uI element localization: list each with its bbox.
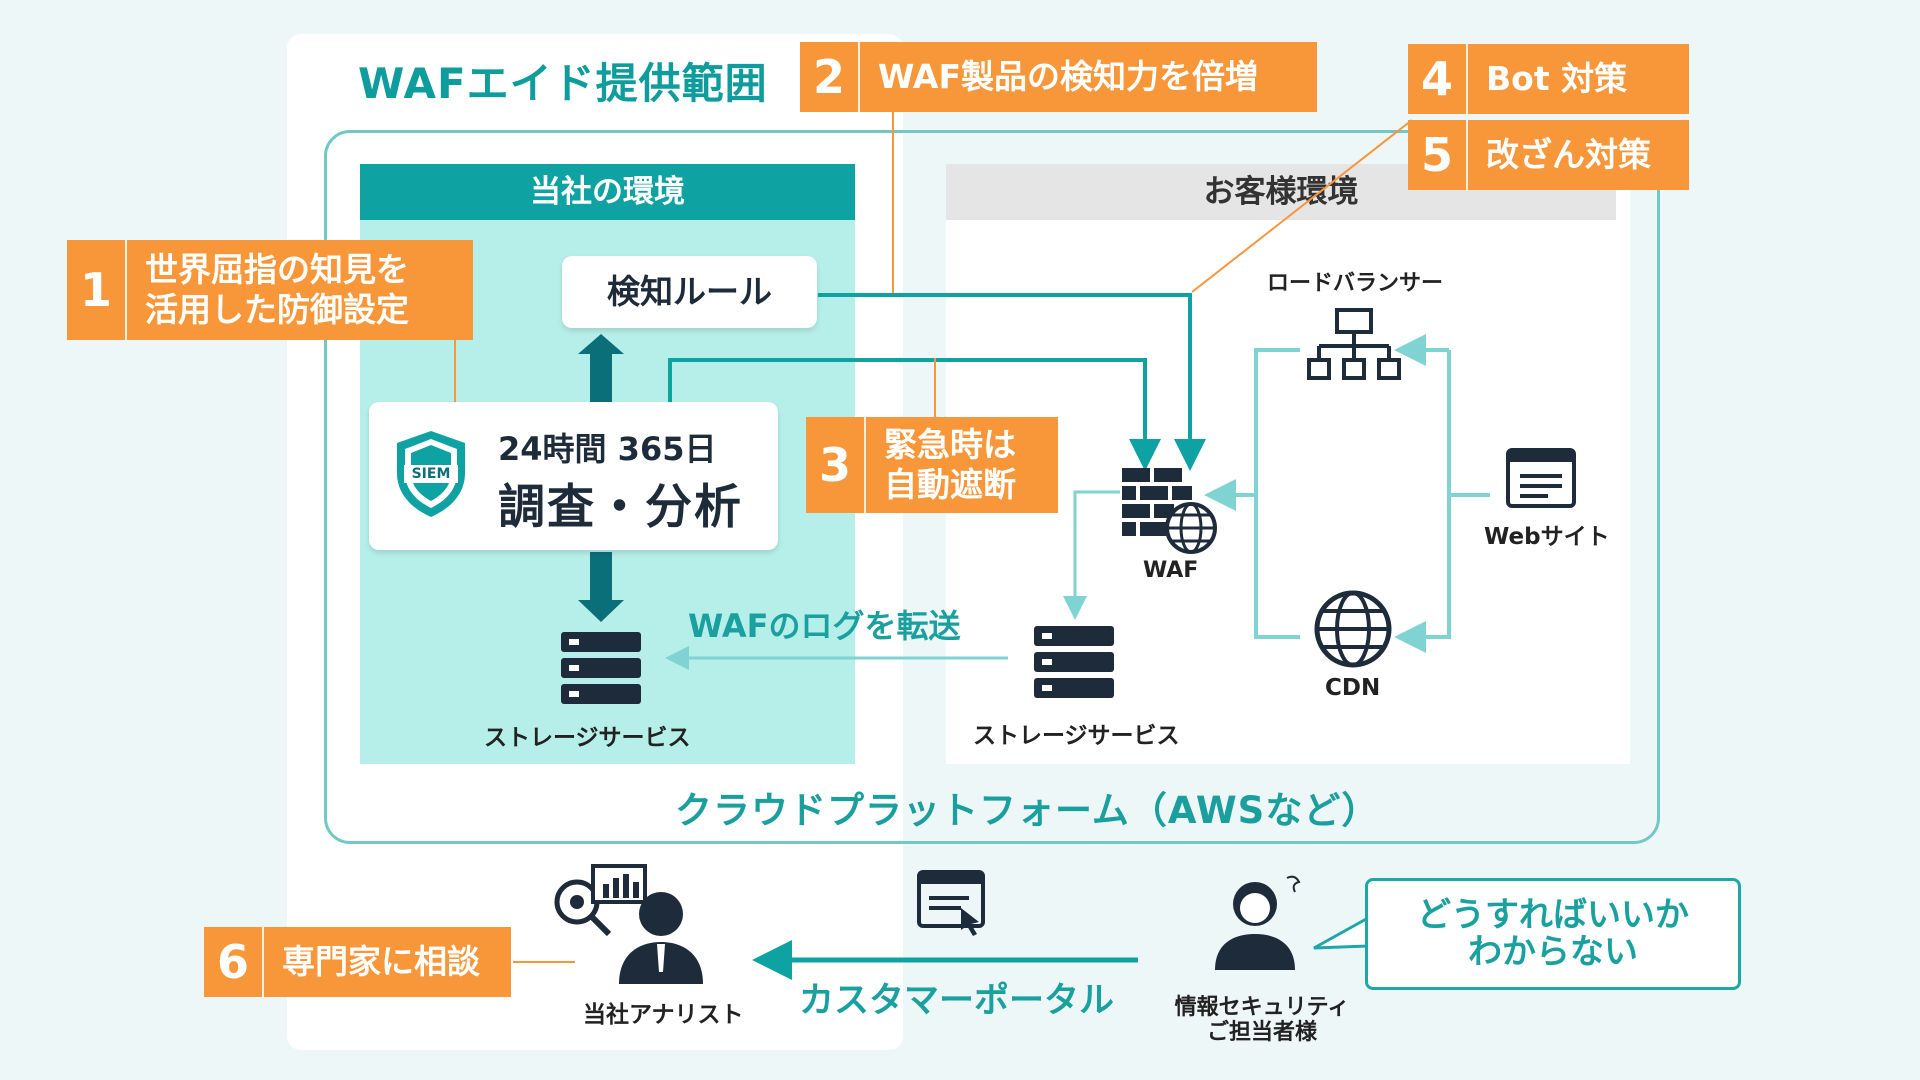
feature-text: 活用した防御設定: [145, 290, 409, 329]
website-label: Webサイト: [1484, 524, 1610, 550]
feature-badge-4: 4 Bot 対策: [1408, 44, 1689, 114]
feature-badge-1: 1 世界屈指の知見を 活用した防御設定: [67, 240, 473, 340]
website-browser-icon: [1506, 448, 1576, 508]
detection-rule-box: 検知ルール: [562, 256, 817, 328]
own-storage-label: ストレージサービス: [484, 725, 691, 751]
siem-to-waf-line: [668, 358, 1161, 471]
feature-number: 3: [806, 417, 866, 513]
feature-number: 1: [67, 240, 127, 340]
website-bracket: [1394, 350, 1451, 653]
cloud-platform-label: クラウドプラットフォーム（AWSなど）: [675, 789, 1380, 832]
cdn-label: CDN: [1325, 675, 1381, 701]
speech-bubble-tail: [1313, 916, 1369, 950]
storage-server-icon: [561, 632, 641, 704]
feature-text: WAF製品の検知力を倍増: [878, 57, 1258, 97]
feature-text: 専門家に相談: [282, 942, 480, 982]
page-title: WAFエイド提供範囲: [358, 59, 768, 108]
analyst-person-icon: [554, 864, 703, 984]
feature-text: 世界屈指の知見を: [145, 250, 409, 290]
siem-hours-text: 24時間 365日: [498, 430, 717, 468]
feature-badge-2: 2 WAF製品の検知力を倍増: [800, 42, 1317, 112]
security-person-label: 情報セキュリティ ご担当者様: [1174, 995, 1350, 1046]
feature-number: 4: [1408, 44, 1468, 114]
feature-badge-5: 5 改ざん対策: [1408, 120, 1689, 190]
customer-storage-icon: [1034, 626, 1114, 698]
waf-label: WAF: [1143, 558, 1199, 583]
feature-text: 自動遮断: [884, 465, 1016, 504]
feature-badge-6: 6 専門家に相談: [204, 927, 511, 997]
feature-number: 5: [1408, 120, 1468, 190]
waf-to-storage-line: [1063, 490, 1120, 620]
analyst-label: 当社アナリスト: [583, 1002, 744, 1028]
siem-badge-label: SIEM: [411, 466, 451, 482]
feature-text: 改ざん対策: [1486, 135, 1651, 175]
feature-text: 緊急時は: [884, 425, 1016, 465]
rule-to-waf-line: [818, 293, 1206, 471]
cdn-globe-icon: [1314, 590, 1392, 668]
feature-number: 6: [204, 927, 264, 997]
siem-shield-icon: [397, 431, 465, 517]
portal-browser-icon: [917, 870, 985, 936]
load-balancer-icon: [1307, 308, 1401, 380]
security-person-icon: [1215, 875, 1301, 970]
customer-storage-label: ストレージサービス: [973, 723, 1180, 749]
lb-cdn-bracket: [1254, 348, 1300, 639]
feature-number: 2: [800, 42, 860, 112]
load-balancer-label: ロードバランサー: [1267, 271, 1444, 296]
cloud-platform-frame: [324, 130, 1660, 844]
waf-firewall-icon: [1122, 468, 1217, 554]
feature-badge-3: 3 緊急時は 自動遮断: [806, 417, 1058, 513]
customer-portal-label: カスタマーポータル: [799, 981, 1115, 1021]
log-transfer-label: WAFのログを転送: [688, 607, 961, 645]
own-environment-header: 当社の環境: [360, 164, 855, 220]
feature-text: Bot 対策: [1486, 59, 1628, 99]
speech-bubble: どうすればいいか わからない: [1365, 878, 1741, 990]
siem-analysis-text: 調査・分析: [498, 480, 743, 535]
